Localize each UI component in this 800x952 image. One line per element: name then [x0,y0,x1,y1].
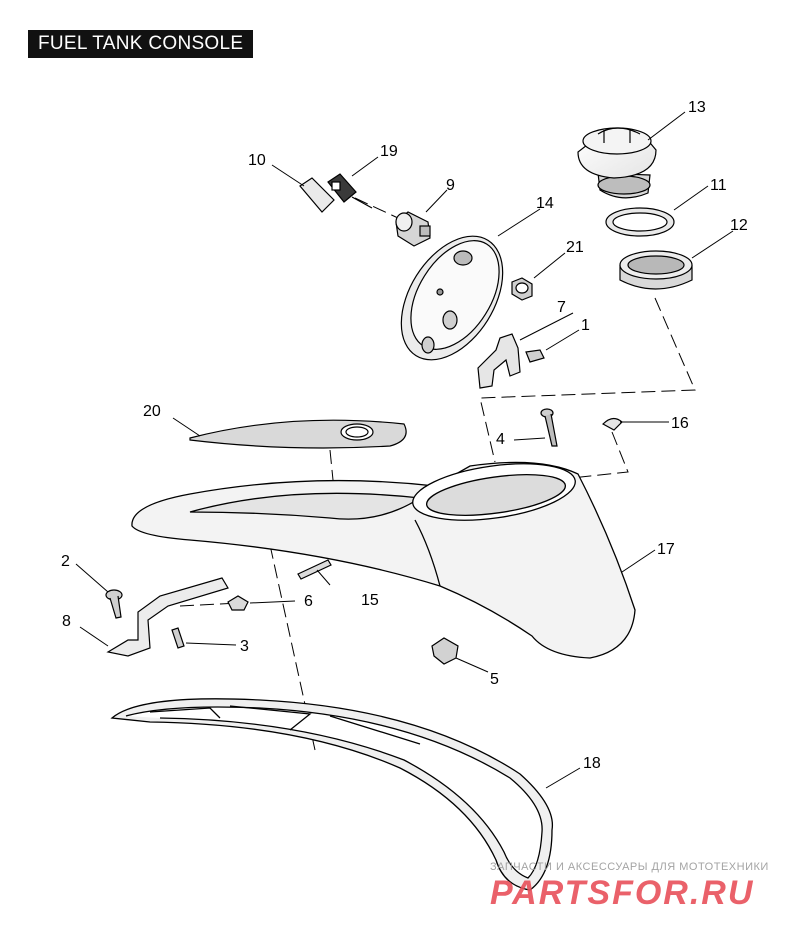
screw-4 [540,408,558,447]
callout-4: 4 [496,431,505,448]
watermark-tagline: ЗАПЧАСТИ И АКСЕССУАРЫ ДЛЯ МОТОТЕХНИКИ [490,861,769,873]
callout-11: 11 [710,177,727,194]
nut-6 [227,595,249,611]
callout-18: 18 [583,755,601,772]
grommet-12 [619,250,693,290]
callout-10: 10 [248,152,266,169]
callout-1: 1 [581,317,590,334]
callout-12: 12 [730,217,748,234]
callout-6: 6 [304,593,313,610]
pin-15 [297,559,332,580]
o-ring-11 [605,207,675,237]
console-body-17 [131,461,636,659]
clip-nut-5 [431,637,459,665]
key-10-19 [299,173,373,213]
callout-9: 9 [446,177,455,194]
bracket-7 [477,333,521,389]
callout-labels: 13 11 12 14 21 9 10 19 7 1 20 4 16 17 15… [61,99,748,772]
callout-5: 5 [490,671,499,688]
callout-2: 2 [61,553,70,570]
bracket-8 [106,577,229,657]
screw-3 [171,627,185,649]
trim-medallion-20 [189,419,407,449]
watermark-brand: PARTSFOR.RU [490,874,754,912]
callout-3: 3 [240,638,249,655]
gasket-18 [110,698,554,891]
nut-21 [511,277,533,301]
screw-2 [105,589,123,619]
callout-15: 15 [361,592,379,609]
callout-13: 13 [688,99,706,116]
fuel-door-plate-14 [400,235,504,361]
callout-20: 20 [143,403,161,420]
callout-19: 19 [380,143,398,160]
callout-17: 17 [657,541,675,558]
callout-8: 8 [62,613,71,630]
callout-16: 16 [671,415,689,432]
callout-7: 7 [557,299,566,316]
fuel-cap-13 [577,127,657,199]
clip-16 [602,417,623,431]
leader-lines [75,111,734,789]
watermark: ЗАПЧАСТИ И АКСЕССУАРЫ ДЛЯ МОТОТЕХНИКИ PA… [490,861,769,912]
callout-14: 14 [536,195,554,212]
callout-21: 21 [566,239,584,256]
lock-cylinder-9 [395,211,431,247]
diagram-title: FUEL TANK CONSOLE [28,30,254,58]
screw-1 [525,349,545,363]
